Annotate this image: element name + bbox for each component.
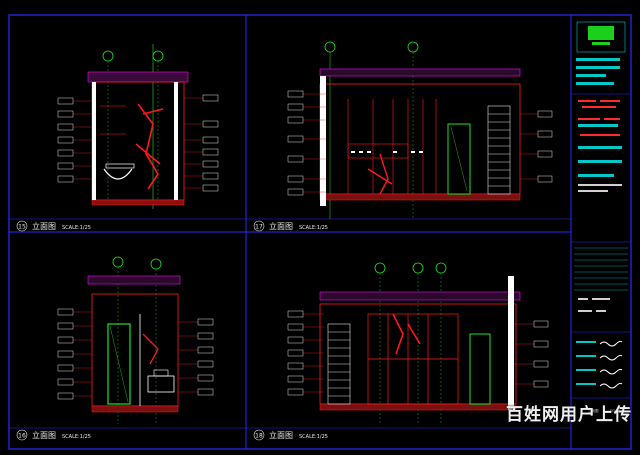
view-scale: SCALE:1/25 [299,225,328,231]
elevation-view-18 [246,262,571,429]
axis-bubble [324,41,336,53]
revision-table [574,247,628,291]
axis-bubble [152,50,164,62]
view-scale: SCALE:1/25 [299,434,328,440]
view-number-bubble [16,220,28,232]
drawing-sheet: 15 立面图 SCALE:1/25 [8,14,632,450]
drawing-number: ED-21 [610,409,621,413]
axis-bubble [407,41,419,53]
project-info-red [578,100,620,136]
title-block: 立面图 ED-21 [571,21,631,413]
view-number: 15 [18,224,26,231]
axis-bubble [112,256,124,268]
view-scale: SCALE:1/25 [62,434,91,440]
view-number: 18 [255,433,263,440]
signature-marks [599,340,623,389]
view-title: 立面图 [32,221,56,231]
louver-door [327,323,351,405]
watermark: 百姓网用户上传 [506,405,632,425]
view-number: 16 [18,433,26,440]
view-title: 立面图 [269,221,293,231]
view-scale: SCALE:1/25 [62,225,91,231]
view-title: 立面图 [32,430,56,440]
view-number: 17 [255,224,263,231]
louver-door [487,105,511,195]
drawing-name: 立面图 [588,408,599,413]
elevation-view-17 [246,41,571,220]
elevation-view-16 [9,256,246,429]
elevation-view-15 [9,44,246,220]
view-label-16: 16 立面图 SCALE:1/25 [16,429,91,441]
axis-bubble [374,262,386,274]
company-logo [588,26,614,40]
cad-drawing: 15 立面图 SCALE:1/25 [8,14,632,450]
view-number-bubble [16,429,28,441]
view-number-bubble [253,429,265,441]
view-label-15: 15 立面图 SCALE:1/25 [16,220,91,232]
view-label-17: 17 立面图 SCALE:1/25 [253,220,328,232]
axis-bubble [435,262,447,274]
view-number-bubble [253,220,265,232]
axis-bubble [412,262,424,274]
axis-bubble [102,50,114,62]
view-label-18: 18 立面图 SCALE:1/25 [253,429,328,441]
axis-bubble [150,258,162,270]
view-title: 立面图 [269,430,293,440]
title-block-bars [576,58,620,85]
